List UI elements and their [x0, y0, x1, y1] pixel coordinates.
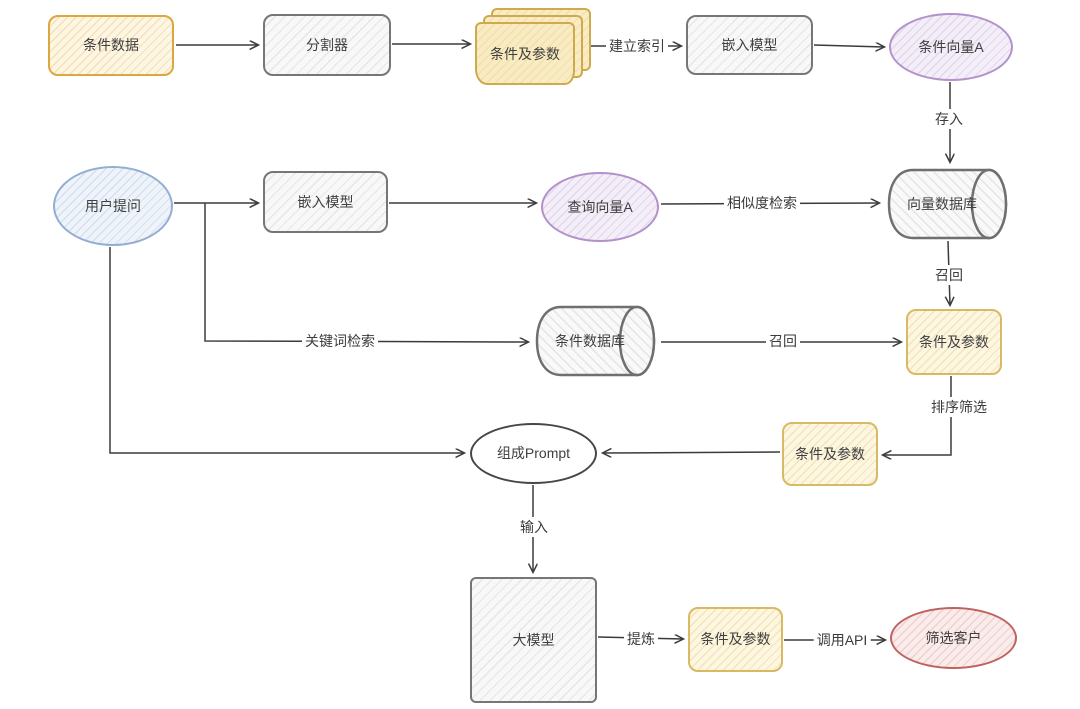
edge-label-keyword-search[interactable]: 关键词检索 [302, 331, 378, 351]
node-params-sorted[interactable]: 条件及参数 [782, 422, 878, 486]
edge-label-similarity-search[interactable]: 相似度检索 [724, 193, 800, 213]
cylinder-shape [887, 168, 1008, 240]
node-label: 条件及参数 [919, 333, 989, 350]
node-label: 大模型 [512, 631, 555, 648]
node-label: 条件数据 [83, 37, 139, 54]
node-docs-params[interactable]: 条件及参数 [475, 8, 591, 88]
node-condition-vector-a[interactable]: 条件向量A [889, 13, 1013, 81]
node-label: 条件及参数 [700, 631, 771, 648]
edge-label-build-index[interactable]: 建立索引 [606, 36, 668, 56]
node-label: 条件及参数 [490, 45, 560, 62]
edge-label-store[interactable]: 存入 [932, 109, 966, 129]
node-params-extracted[interactable]: 条件及参数 [688, 607, 783, 672]
node-label: 用户提问 [85, 197, 141, 214]
node-vector-db[interactable]: 向量数据库 [885, 167, 1013, 241]
node-label: 筛选客户 [925, 629, 982, 646]
node-llm[interactable]: 大模型 [470, 577, 597, 703]
node-condition-data[interactable]: 条件数据 [48, 15, 174, 76]
edge-label-extract[interactable]: 提炼 [624, 629, 658, 649]
node-label: 向量数据库 [907, 196, 977, 212]
node-label: 嵌入模型 [297, 193, 354, 210]
edge-embed-top-condition-vector[interactable] [813, 45, 884, 47]
edge-params-sorted-compose-prompt[interactable] [603, 452, 781, 453]
node-embed-model-top[interactable]: 嵌入模型 [686, 15, 813, 75]
node-params-recalled[interactable]: 条件及参数 [906, 309, 1002, 375]
node-label: 查询向量A [567, 198, 633, 215]
edge-label-call-api[interactable]: 调用API [813, 630, 871, 650]
edge-user-keyword-conditiondb[interactable] [204, 203, 528, 342]
node-splitter[interactable]: 分割器 [263, 14, 391, 76]
node-label: 嵌入模型 [721, 36, 778, 53]
node-filter-customers[interactable]: 筛选客户 [890, 607, 1017, 669]
cylinder-shape [535, 305, 656, 377]
edge-user-compose-prompt[interactable] [109, 247, 464, 453]
edge-label-input[interactable]: 输入 [517, 517, 551, 537]
node-label: 条件向量A [918, 38, 984, 55]
edge-label-recall-vector[interactable]: 召回 [932, 265, 966, 285]
document-sheet-front: 条件及参数 [475, 22, 575, 85]
node-label: 条件及参数 [795, 445, 865, 462]
edge-label-recall-keyword[interactable]: 召回 [766, 331, 800, 351]
node-condition-db[interactable]: 条件数据库 [533, 304, 661, 378]
node-label: 组成Prompt [496, 445, 571, 462]
node-user-question[interactable]: 用户提问 [53, 166, 173, 246]
node-label: 分割器 [306, 36, 348, 53]
node-compose-prompt[interactable]: 组成Prompt [470, 423, 597, 484]
node-embed-model-mid[interactable]: 嵌入模型 [263, 171, 388, 233]
node-query-vector-a[interactable]: 查询向量A [541, 172, 659, 242]
node-label: 条件数据库 [555, 333, 625, 349]
edge-label-sort-filter[interactable]: 排序筛选 [928, 397, 990, 417]
